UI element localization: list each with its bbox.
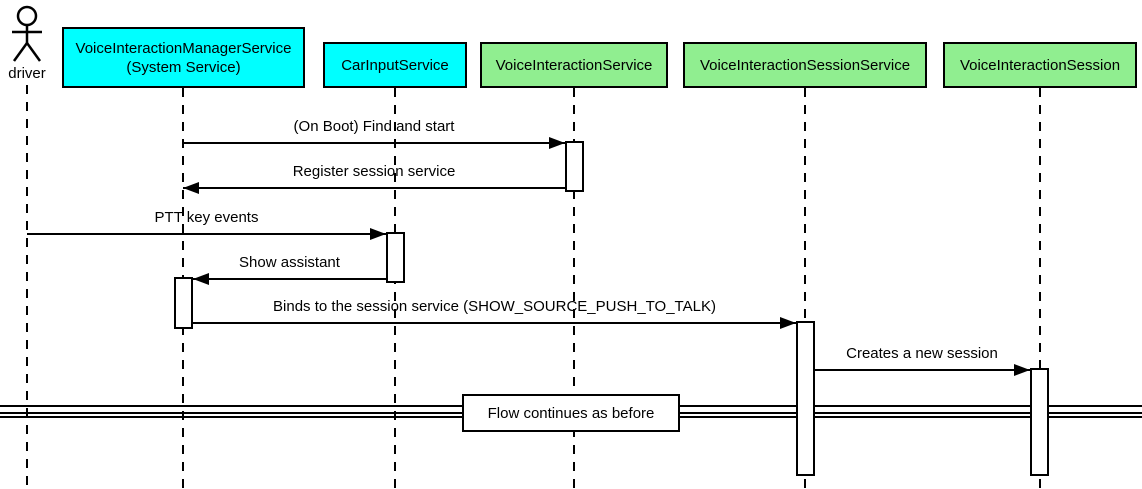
- participant-label: CarInputService: [341, 56, 449, 74]
- message-binds-to-session-service: Binds to the session service (SHOW_SOURC…: [193, 298, 796, 329]
- message-label: Binds to the session service (SHOW_SOURC…: [273, 298, 716, 315]
- arrowhead-right-icon: [370, 228, 386, 240]
- participant-label: VoiceInteractionSession: [959, 56, 1121, 74]
- participant-subtitle: (System Service): [126, 58, 241, 76]
- activation-voiceinteractionservice: [565, 141, 584, 192]
- arrowhead-right-icon: [780, 317, 796, 329]
- lifeline-voiceinteractionservice: [573, 88, 575, 489]
- lifeline-carinputservice: [394, 88, 396, 489]
- message-label: Show assistant: [239, 254, 340, 271]
- participant-voiceinteractionservice: VoiceInteractionService: [480, 42, 668, 88]
- participant-label: VoiceInteractionService: [495, 56, 653, 74]
- message-line: [183, 142, 565, 144]
- activation-carinputservice: [386, 232, 405, 283]
- lifeline-driver: [26, 85, 28, 489]
- message-line: [193, 278, 386, 280]
- participant-carinputservice: CarInputService: [323, 42, 467, 88]
- stick-figure-icon: [12, 5, 42, 62]
- message-line: [27, 233, 386, 235]
- activation-voiceinteractionmanagerservice: [174, 277, 193, 329]
- message-show-assistant: Show assistant: [193, 254, 386, 285]
- arrowhead-right-icon: [1014, 364, 1030, 376]
- message-label: PTT key events: [154, 209, 259, 226]
- arrowhead-left-icon: [183, 182, 199, 194]
- lifeline-voiceinteractionsession: [1039, 88, 1041, 489]
- message-label: (On Boot) Find and start: [293, 118, 455, 135]
- message-creates-a-new-session: Creates a new session: [814, 345, 1030, 376]
- lifeline-voiceinteractionsessionservice: [804, 88, 806, 489]
- arrowhead-right-icon: [549, 137, 565, 149]
- participant-voiceinteractionsession: VoiceInteractionSession: [943, 42, 1137, 88]
- activation-voiceinteractionsessionservice: [796, 321, 815, 476]
- message-label: Register session service: [292, 163, 456, 180]
- actor-driver: driver: [0, 0, 54, 90]
- message-on-boot-find-and-start: (On Boot) Find and start: [183, 118, 565, 149]
- message-label: Creates a new session: [846, 345, 998, 362]
- message-line: [193, 322, 796, 324]
- actor-label: driver: [8, 65, 46, 82]
- participant-voiceinteractionsessionservice: VoiceInteractionSessionService: [683, 42, 927, 88]
- participant-label: VoiceInteractionSessionService: [699, 56, 911, 74]
- message-ptt-key-events: PTT key events: [27, 209, 386, 240]
- message-line: [814, 369, 1030, 371]
- participant-voiceinteractionmanagerservice: VoiceInteractionManagerService (System S…: [62, 27, 305, 88]
- message-register-session-service: Register session service: [183, 163, 565, 194]
- divider-label: Flow continues as before: [462, 394, 680, 432]
- participant-label: VoiceInteractionManagerService: [75, 39, 292, 57]
- message-line: [183, 187, 565, 189]
- arrowhead-left-icon: [193, 273, 209, 285]
- divider-label-text: Flow continues as before: [487, 404, 655, 422]
- activation-voiceinteractionsession: [1030, 368, 1049, 476]
